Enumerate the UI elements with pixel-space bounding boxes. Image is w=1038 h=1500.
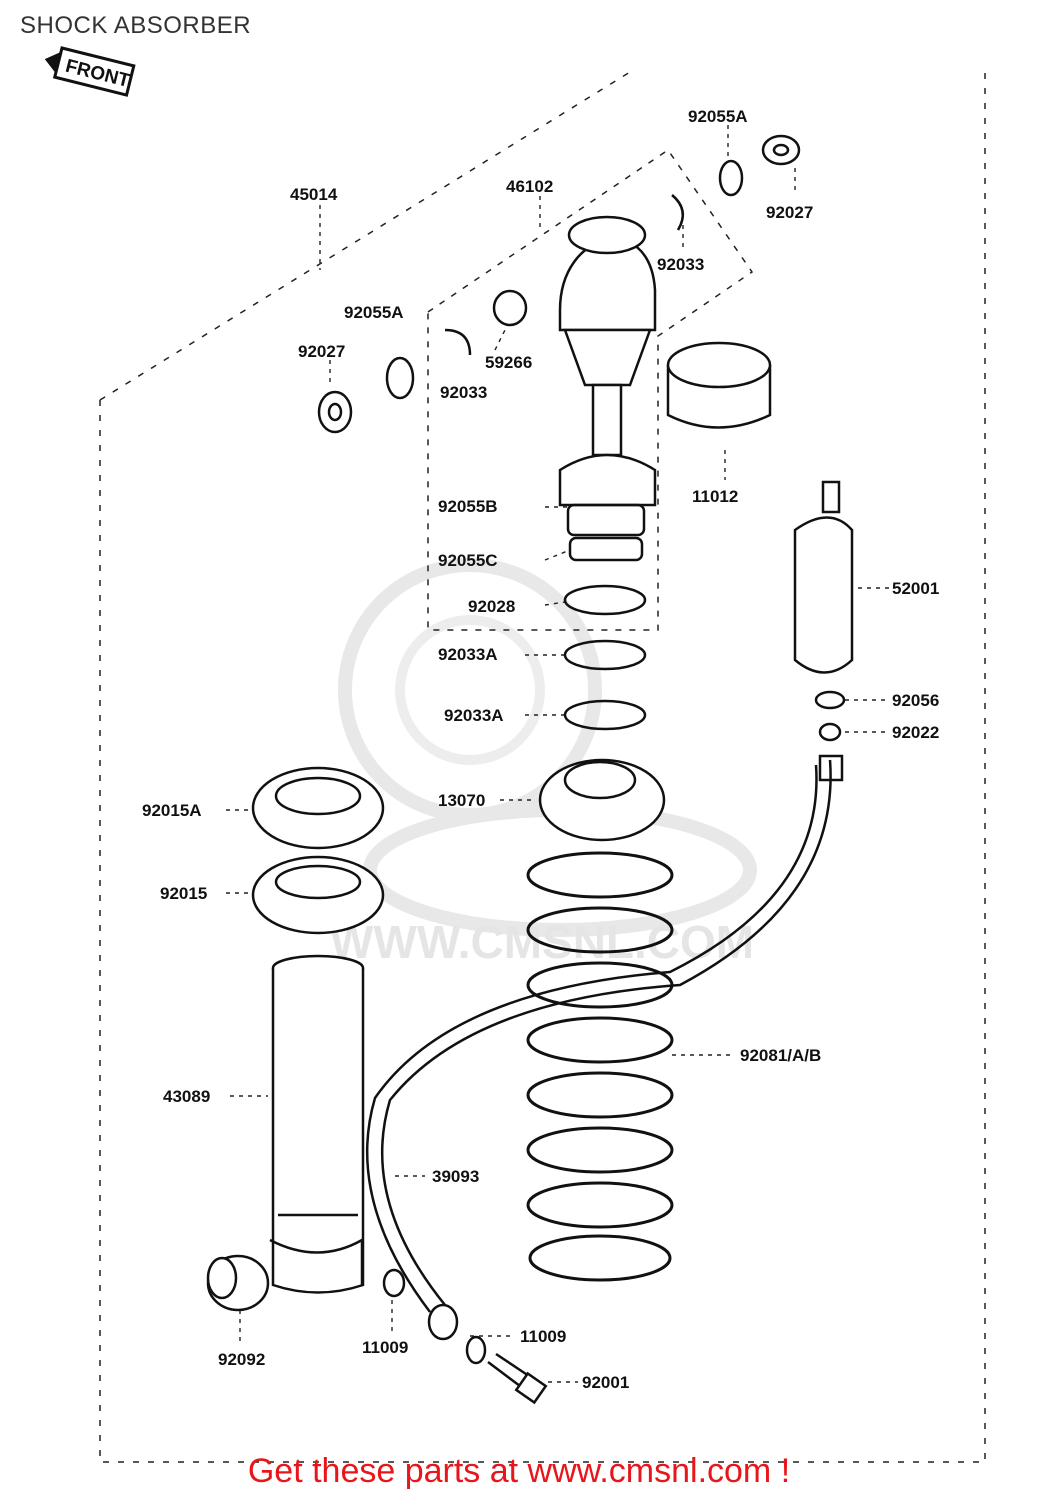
label-92055A-left: 92055A (344, 303, 404, 322)
collar (666, 341, 772, 429)
label-92033A-2: 92033A (444, 706, 504, 725)
parts-link[interactable]: Get these parts at www.cmsnl.com ! (247, 1452, 791, 1490)
label-11009-left: 11009 (362, 1338, 408, 1357)
label-13070: 13070 (438, 791, 485, 810)
label-11012: 11012 (692, 487, 738, 506)
banjo-fittings (382, 1268, 548, 1405)
front-tag: FRONT (44, 46, 136, 97)
label-92055C: 92055C (438, 551, 498, 570)
label-92055B: 92055B (438, 497, 498, 516)
label-45014: 45014 (290, 185, 338, 204)
watermark-logo: WWW.CMSNL.COM (330, 558, 757, 968)
label-11009-right: 11009 (520, 1327, 566, 1346)
coil-spring (526, 851, 674, 1282)
label-92001: 92001 (582, 1373, 629, 1392)
outer-frame (99, 70, 986, 1463)
reservoir-head (558, 215, 657, 507)
label-92033-top: 92033 (657, 255, 704, 274)
label-92027-left: 92027 (298, 342, 345, 361)
small-bushings (317, 134, 801, 434)
label-92015A: 92015A (142, 801, 202, 820)
label-92015: 92015 (160, 884, 207, 903)
shaft-seals (563, 503, 647, 731)
label-92092: 92092 (218, 1350, 265, 1369)
label-92028: 92028 (468, 597, 515, 616)
reservoir-hose (365, 754, 844, 1313)
label-92056: 92056 (892, 691, 939, 710)
spring-seat (538, 758, 666, 842)
label-92022: 92022 (892, 723, 939, 742)
lock-nuts (251, 766, 385, 935)
label-92081: 92081/A/B (740, 1046, 821, 1065)
subassembly-frame (427, 148, 754, 631)
damper-body (206, 954, 365, 1312)
label-92033A-1: 92033A (438, 645, 498, 664)
gas-reservoir (793, 480, 854, 742)
page-title: SHOCK ABSORBER (20, 12, 252, 39)
label-59266: 59266 (485, 353, 532, 372)
label-52001: 52001 (892, 579, 939, 598)
leader-lines (226, 125, 890, 1383)
label-46102: 46102 (506, 177, 553, 196)
label-39093: 39093 (432, 1167, 479, 1186)
label-43089: 43089 (163, 1087, 210, 1106)
label-92055A-top: 92055A (688, 107, 748, 126)
label-92027-top: 92027 (766, 203, 813, 222)
label-92033-mid: 92033 (440, 383, 487, 402)
